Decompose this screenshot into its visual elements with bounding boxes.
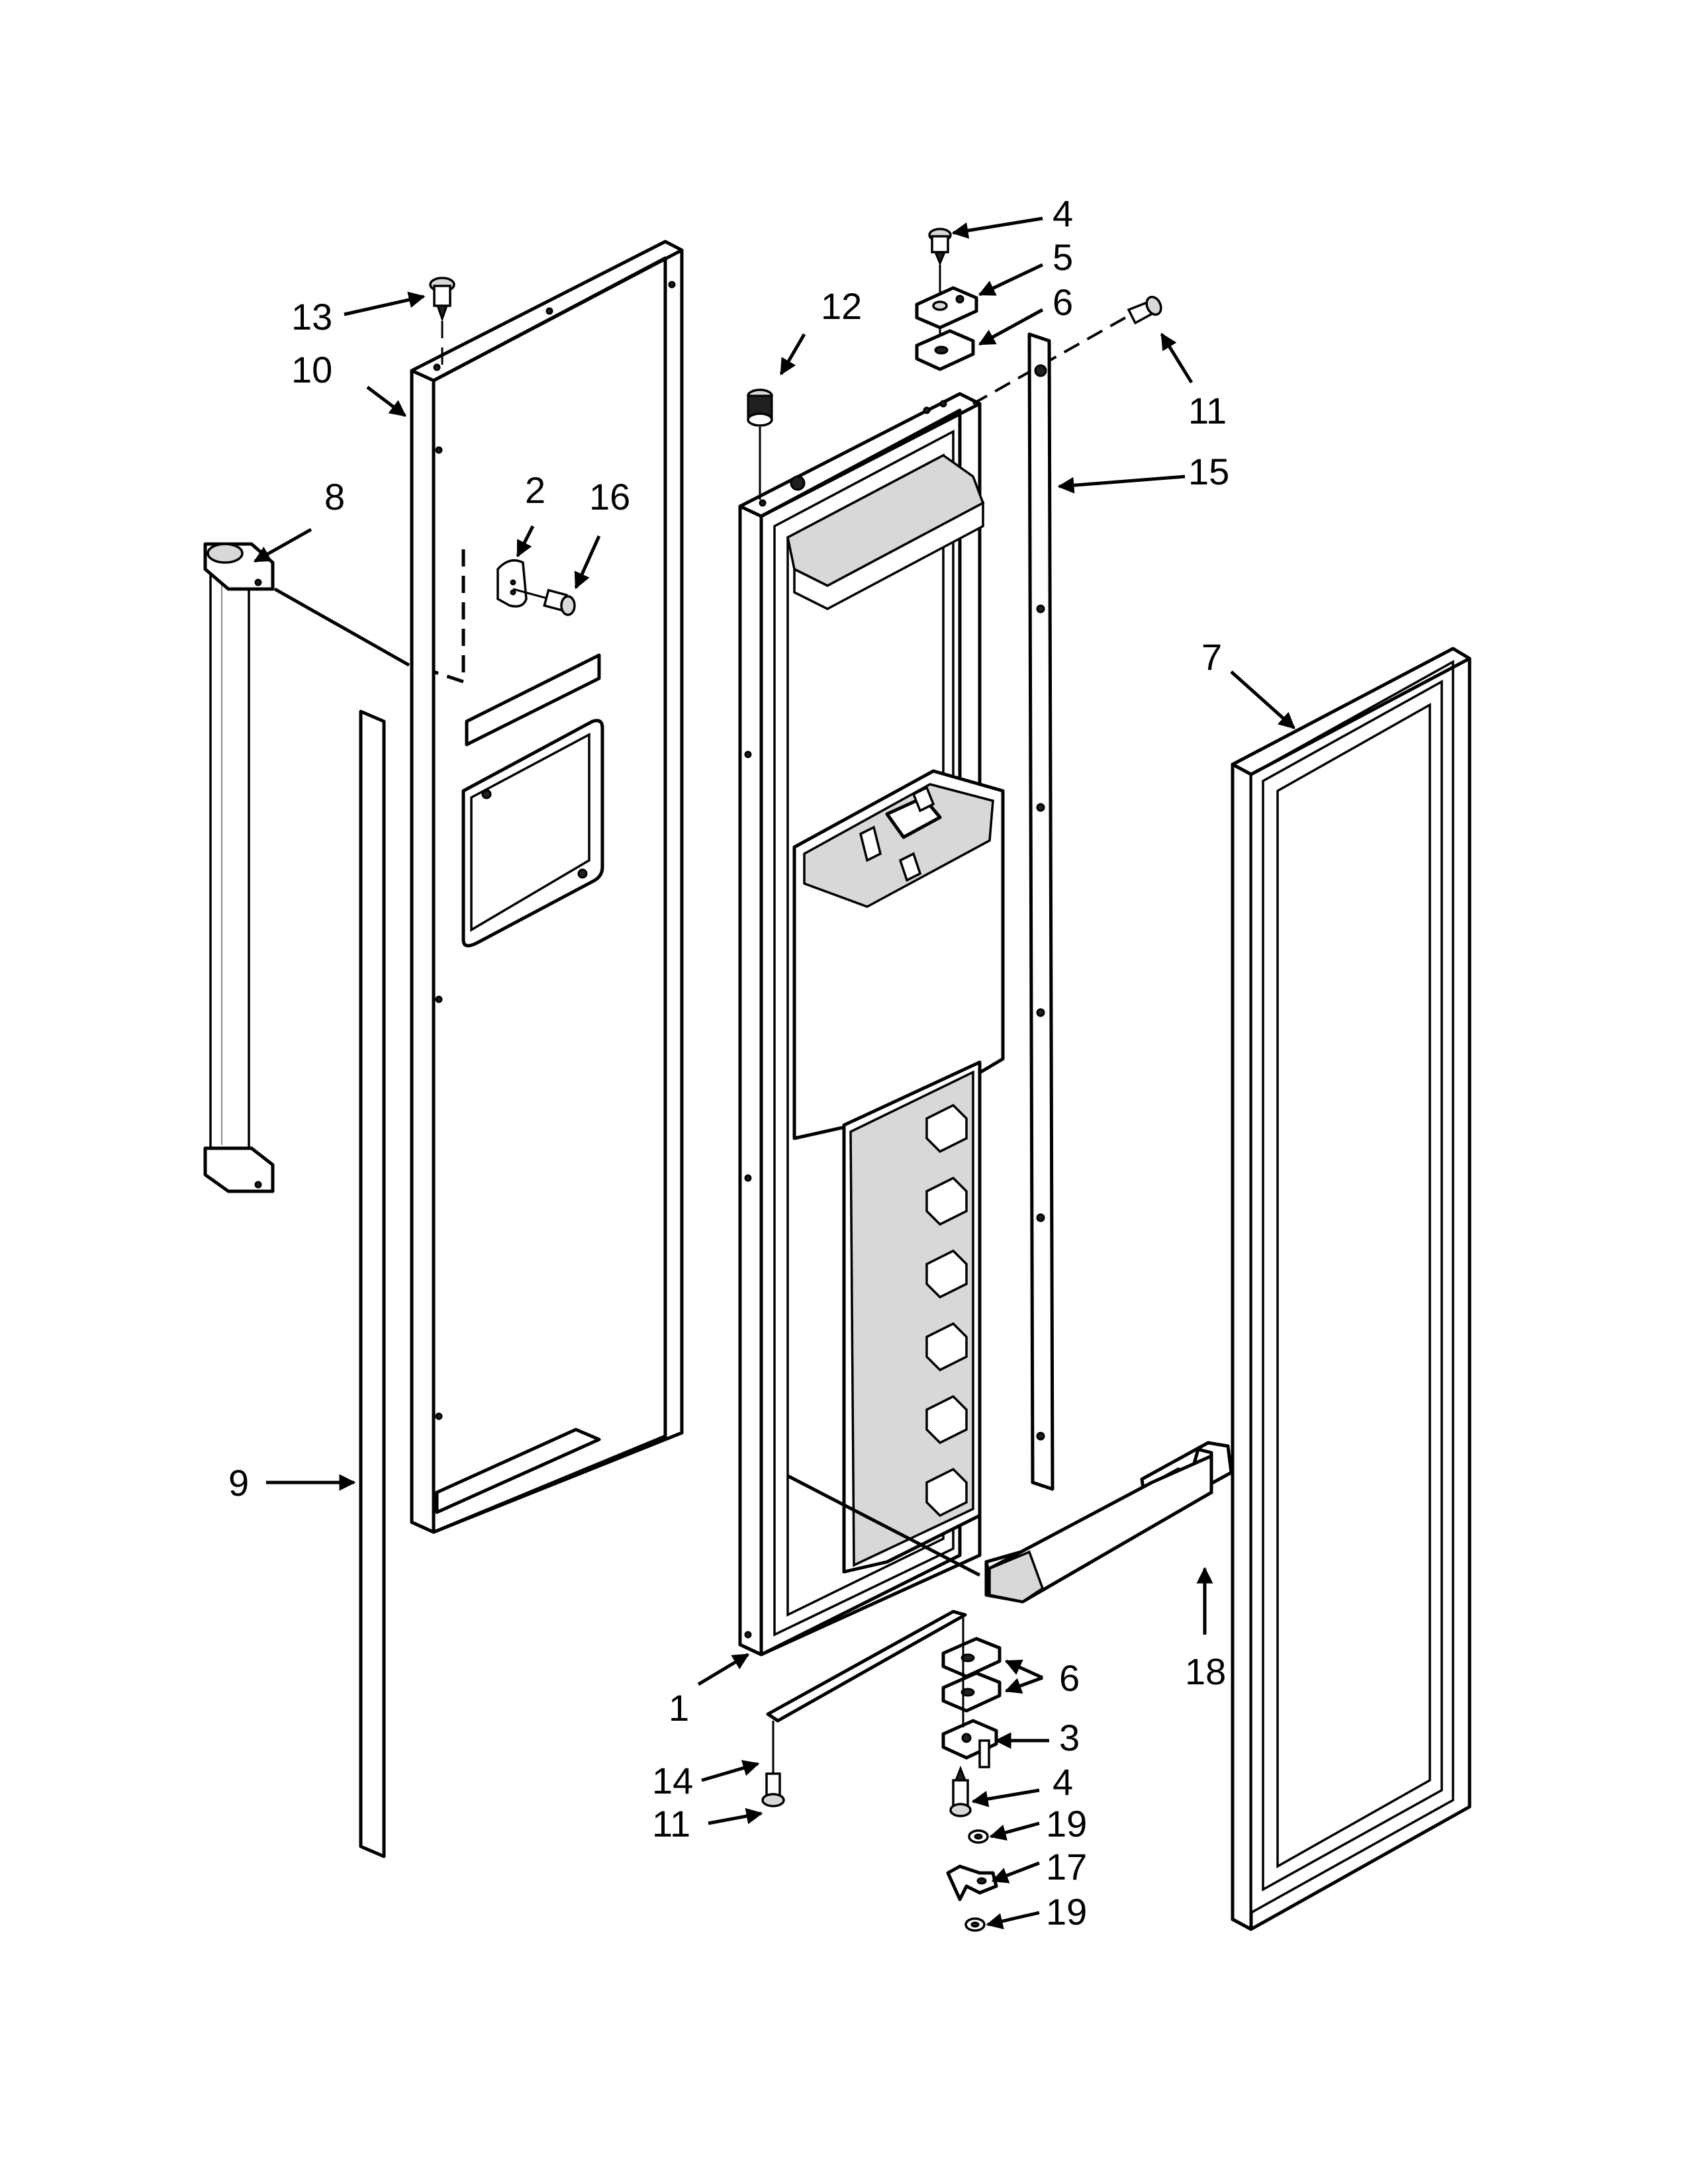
gasket-strip-part: [1027, 332, 1055, 1491]
callout-16: 16: [589, 476, 630, 518]
callout-8: 8: [324, 476, 345, 518]
bracket-2-part: [496, 559, 528, 608]
leader-arrows: [253, 216, 1295, 1930]
callout-13: 13: [291, 296, 332, 338]
callout-11-top: 11: [1188, 390, 1227, 432]
hinge-screw-4-bottom-part: [949, 1765, 972, 1817]
callout-7: 7: [1201, 636, 1222, 678]
callout-14: 14: [652, 1760, 693, 1801]
callout-11-bottom: 11: [652, 1803, 690, 1844]
shim-6-top-part: [915, 329, 975, 371]
screw-16-part: [512, 588, 576, 616]
screw-13-part: [429, 277, 455, 367]
stop-17-part: [946, 1864, 998, 1901]
callout-19-bottom: 19: [1046, 1891, 1087, 1933]
callout-17: 17: [1046, 1846, 1087, 1888]
callout-4-top: 4: [1053, 193, 1073, 234]
screw-11-bottom-part: [761, 1721, 785, 1807]
plug-12-part: [747, 388, 773, 500]
hinge-3-part: [941, 1719, 998, 1768]
door-gasket-part: [1231, 647, 1472, 1931]
callout-9: 9: [228, 1462, 249, 1504]
callout-labels: 13 10 8 2 16 9 12 4 5 6 11 15 7 18 1 6 3…: [228, 193, 1229, 1933]
callout-5: 5: [1053, 236, 1073, 278]
callout-19-top: 19: [1046, 1803, 1087, 1844]
bottom-strip-part: [766, 1610, 967, 1723]
callout-6-bottom: 6: [1059, 1657, 1080, 1699]
callout-12: 12: [821, 285, 862, 327]
trim-strip-part: [359, 709, 386, 1858]
door-liner-part: [738, 392, 1005, 1657]
washer-19-bottom-part: [964, 1917, 986, 1932]
washer-19-top-part: [968, 1829, 989, 1844]
callout-6-top: 6: [1053, 281, 1073, 323]
shelf-clips: [925, 1103, 968, 1518]
shim-6-bottom-parts: [941, 1637, 1002, 1713]
callout-4-bottom: 4: [1053, 1761, 1073, 1803]
callout-18: 18: [1185, 1651, 1226, 1692]
callout-1: 1: [669, 1687, 689, 1729]
callout-3: 3: [1059, 1717, 1080, 1758]
callout-15: 15: [1188, 451, 1229, 492]
door-handle-part: [203, 542, 275, 1193]
bin-18-part: [984, 1441, 1233, 1604]
hinge-5-part: [915, 286, 978, 330]
callout-10: 10: [291, 349, 332, 390]
door-panel-part: [410, 240, 684, 1534]
callout-2: 2: [525, 469, 545, 511]
